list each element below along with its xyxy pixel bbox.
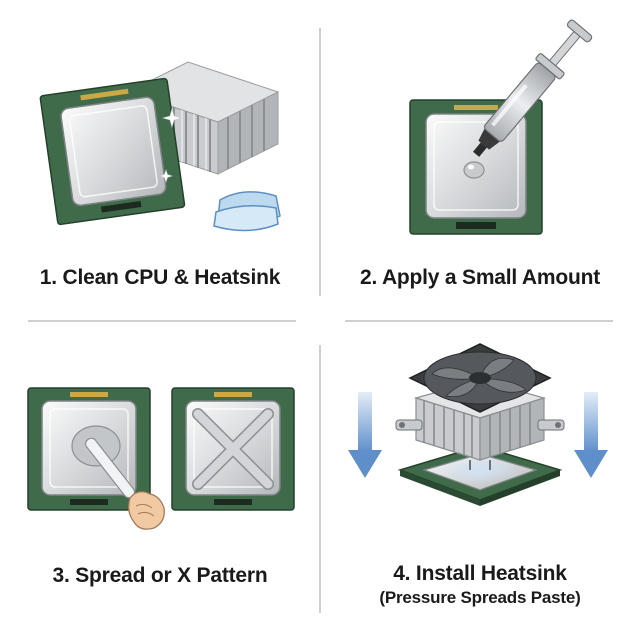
vertical-divider-bottom: [319, 345, 321, 613]
syringe-icon: [473, 19, 593, 157]
step-3-illustration: [27, 387, 295, 530]
step-4-sublabel: (Pressure Spreads Paste): [379, 588, 581, 607]
step-1-illustration: [39, 61, 281, 232]
horizontal-divider-left: [28, 320, 296, 322]
down-arrow-left-icon: [348, 392, 382, 478]
step-3-label: 3. Spread or X Pattern: [52, 564, 268, 587]
horizontal-divider-right: [345, 320, 613, 322]
step-2-illustration: [409, 19, 593, 235]
step-2-panel: 2. Apply a Small Amount: [320, 0, 640, 320]
cpu-chip-3b: [171, 387, 295, 511]
hand-icon: [128, 491, 165, 530]
cpu-chip-1: [39, 77, 186, 226]
step-3-panel: 3. Spread or X Pattern: [0, 320, 320, 640]
vertical-divider-top: [319, 28, 321, 296]
sparkle-icon: [161, 107, 183, 129]
step-4-panel: 4. Install Heatsink (Pressure Spreads Pa…: [320, 320, 640, 640]
cleaning-cloth-icon: [213, 191, 281, 232]
step-1-label: 1. Clean CPU & Heatsink: [39, 266, 281, 289]
x-pattern-paste: [192, 408, 274, 490]
step-4-illustration: [348, 343, 608, 506]
thermal-paste-dot: [463, 161, 485, 179]
step-1-panel: 1. Clean CPU & Heatsink: [0, 0, 320, 320]
cpu-fan-icon: [408, 343, 552, 413]
down-arrow-right-icon: [574, 392, 608, 478]
step-2-label: 2. Apply a Small Amount: [359, 266, 601, 289]
step-4-label: 4. Install Heatsink: [393, 562, 567, 585]
